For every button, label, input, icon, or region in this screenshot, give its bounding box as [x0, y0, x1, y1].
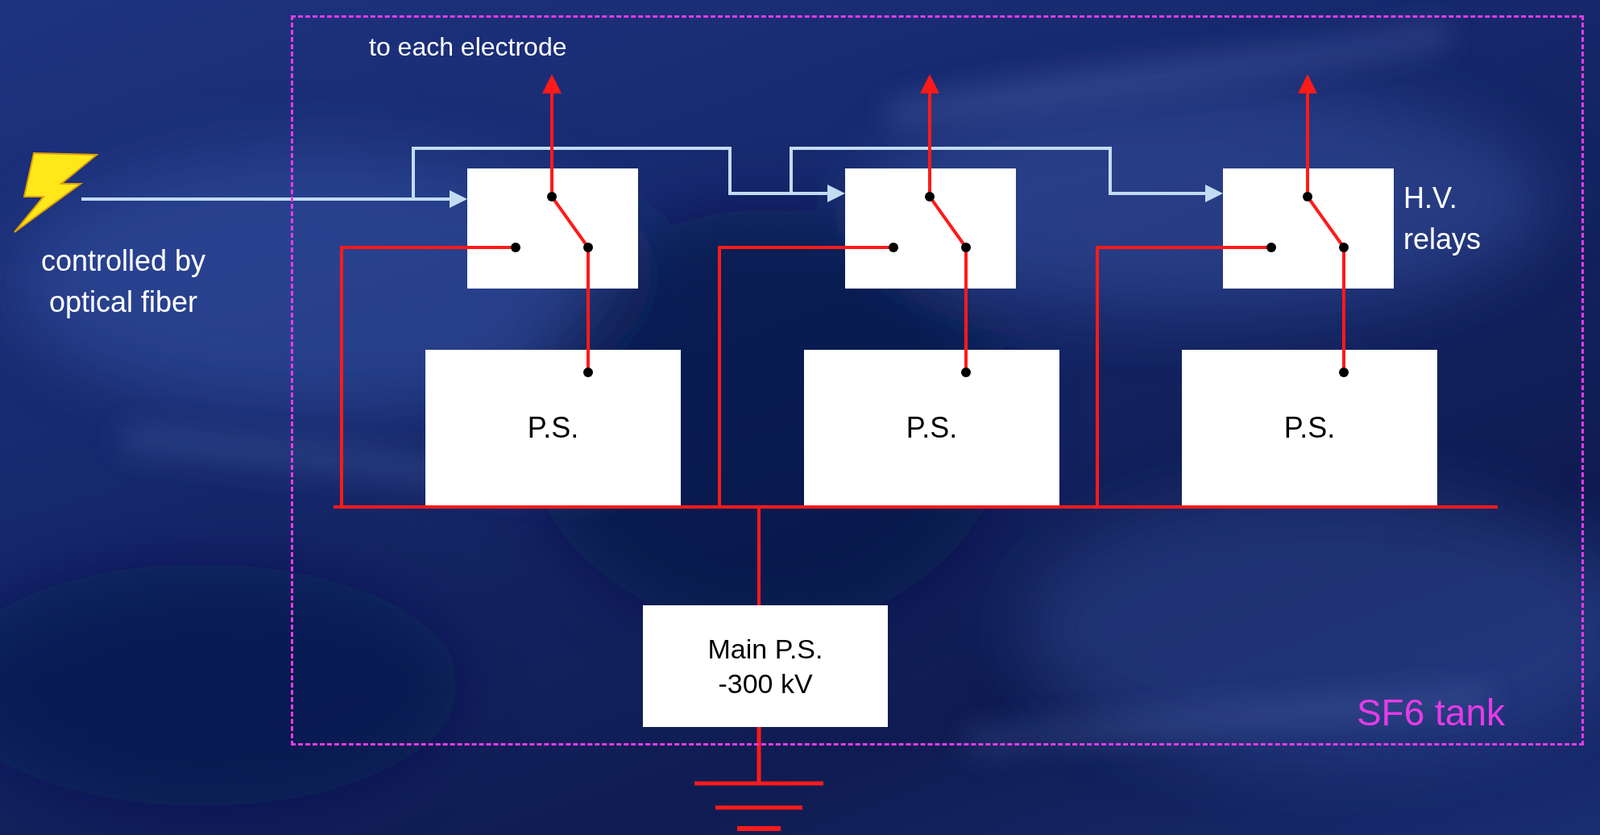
box-fill [642, 605, 888, 727]
background-blur [0, 88, 1600, 806]
tank-region: SF6 tank P.S. P.S. P.S. Main P.S.-300 kV [290, 15, 1584, 746]
output-label: to each electrode [368, 29, 568, 66]
fiber-line [791, 148, 1209, 194]
ground-bar [715, 805, 803, 810]
main-power-supply-box: Main P.S.-300 kV [642, 605, 888, 727]
output-wire [550, 90, 554, 197]
output-arrowhead [920, 74, 940, 94]
box-fills [425, 349, 1438, 727]
power-supply-box: P.S. [425, 349, 681, 506]
contact-dot [583, 242, 593, 253]
contact-dot [547, 191, 557, 202]
ps-wire [586, 247, 590, 373]
feed-wire [719, 247, 894, 507]
switch-blade [551, 196, 589, 248]
switch-blade [929, 196, 966, 248]
fiber-arrowhead [1205, 184, 1223, 203]
main-power-supply-label: Main P.S. [707, 631, 823, 667]
contact-dot [1302, 191, 1313, 202]
power-supply-label: P.S. [1284, 409, 1335, 446]
output-wire [928, 90, 932, 197]
blur-streak [887, 24, 1450, 125]
lightning-symbol [14, 153, 97, 233]
box-fill [1181, 349, 1438, 506]
optical-fiber [81, 148, 1209, 199]
bus-connector [758, 505, 1310, 606]
contact-dot [961, 242, 971, 253]
terminal-dot [1338, 367, 1349, 378]
contact-dot [924, 191, 935, 202]
output-arrowhead [1297, 74, 1318, 94]
fiber-arrowhead [827, 184, 846, 203]
ground-bar [694, 781, 824, 786]
ground-bar [737, 825, 781, 831]
contact-dots [510, 191, 1349, 378]
feed-wire [1097, 247, 1272, 507]
power-supply-box: P.S. [804, 349, 1060, 506]
blur-streak [966, 686, 1491, 752]
contact-dot [510, 242, 521, 253]
contact-dot [888, 242, 899, 253]
box-fill [804, 349, 1060, 506]
power-supply-label: P.S. [906, 409, 958, 446]
ground-wire [757, 726, 762, 784]
box-fill [425, 349, 681, 506]
terminal-dot [583, 367, 593, 378]
connectors [553, 505, 1310, 606]
bus-connector [758, 505, 933, 606]
main-power-supply-label: -300 kV [717, 666, 813, 701]
fiber-arrowhead [449, 190, 468, 208]
contact-dot [1266, 242, 1277, 253]
region-label: SF6 tank [1356, 690, 1505, 735]
hv-wires [333, 90, 1498, 829]
relay-label: H.V. relays [1403, 177, 1541, 260]
ps-wire [1342, 247, 1346, 373]
contact-dot [1338, 242, 1349, 253]
ps-wire [964, 247, 968, 373]
terminal-dot [961, 367, 971, 378]
output-arrowhead [542, 74, 562, 94]
fiber-arrowheads [449, 184, 1223, 208]
fiber-line [413, 148, 831, 199]
blur-patch [0, 563, 460, 806]
background-streaks [120, 24, 1491, 751]
wiring [14, 74, 1498, 829]
fiber-line [81, 197, 453, 201]
control-label: controlled by optical fiber [6, 240, 241, 323]
feed-wire [341, 247, 516, 507]
bus-connector [553, 505, 760, 606]
power-supply-label: P.S. [527, 409, 579, 446]
power-supply-box: P.S. [1181, 349, 1438, 506]
output-arrowheads [542, 74, 1318, 94]
output-wire [1305, 90, 1310, 197]
switch-blade [1307, 196, 1344, 248]
